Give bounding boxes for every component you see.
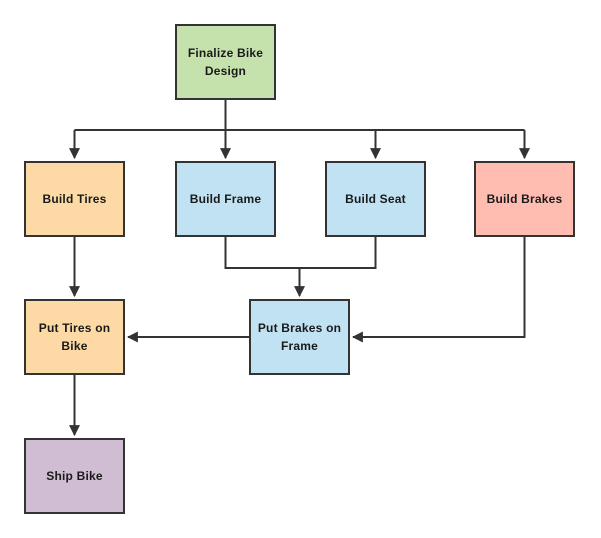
- node-ship-bike-label: Ship Bike: [46, 469, 103, 483]
- node-put-tires-on-bike-label: Put Tires on Bike: [38, 321, 111, 353]
- node-build-brakes-label: Build Brakes: [486, 192, 563, 206]
- node-ship-bike[interactable]: Ship Bike: [24, 438, 125, 514]
- node-build-frame-label: Build Frame: [189, 192, 262, 206]
- node-build-tires[interactable]: Build Tires: [24, 161, 125, 237]
- node-finalize-bike-design-label: Finalize Bike Design: [187, 46, 264, 78]
- connector-build-frame-merge: [224, 237, 300, 269]
- node-build-brakes[interactable]: Build Brakes: [474, 161, 575, 237]
- connector-build-seat-merge: [299, 237, 377, 269]
- node-build-frame[interactable]: Build Frame: [175, 161, 276, 237]
- node-finalize-bike-design[interactable]: Finalize Bike Design: [175, 24, 276, 100]
- node-build-tires-label: Build Tires: [42, 192, 107, 206]
- node-build-seat-label: Build Seat: [345, 192, 406, 206]
- node-put-tires-on-bike[interactable]: Put Tires on Bike: [24, 299, 125, 375]
- connector-build-brakes-to-put-brakes: [351, 237, 526, 343]
- node-put-brakes-on-frame[interactable]: Put Brakes on Frame: [249, 299, 350, 375]
- node-build-seat[interactable]: Build Seat: [325, 161, 426, 237]
- node-put-brakes-on-frame-label: Put Brakes on Frame: [257, 321, 342, 353]
